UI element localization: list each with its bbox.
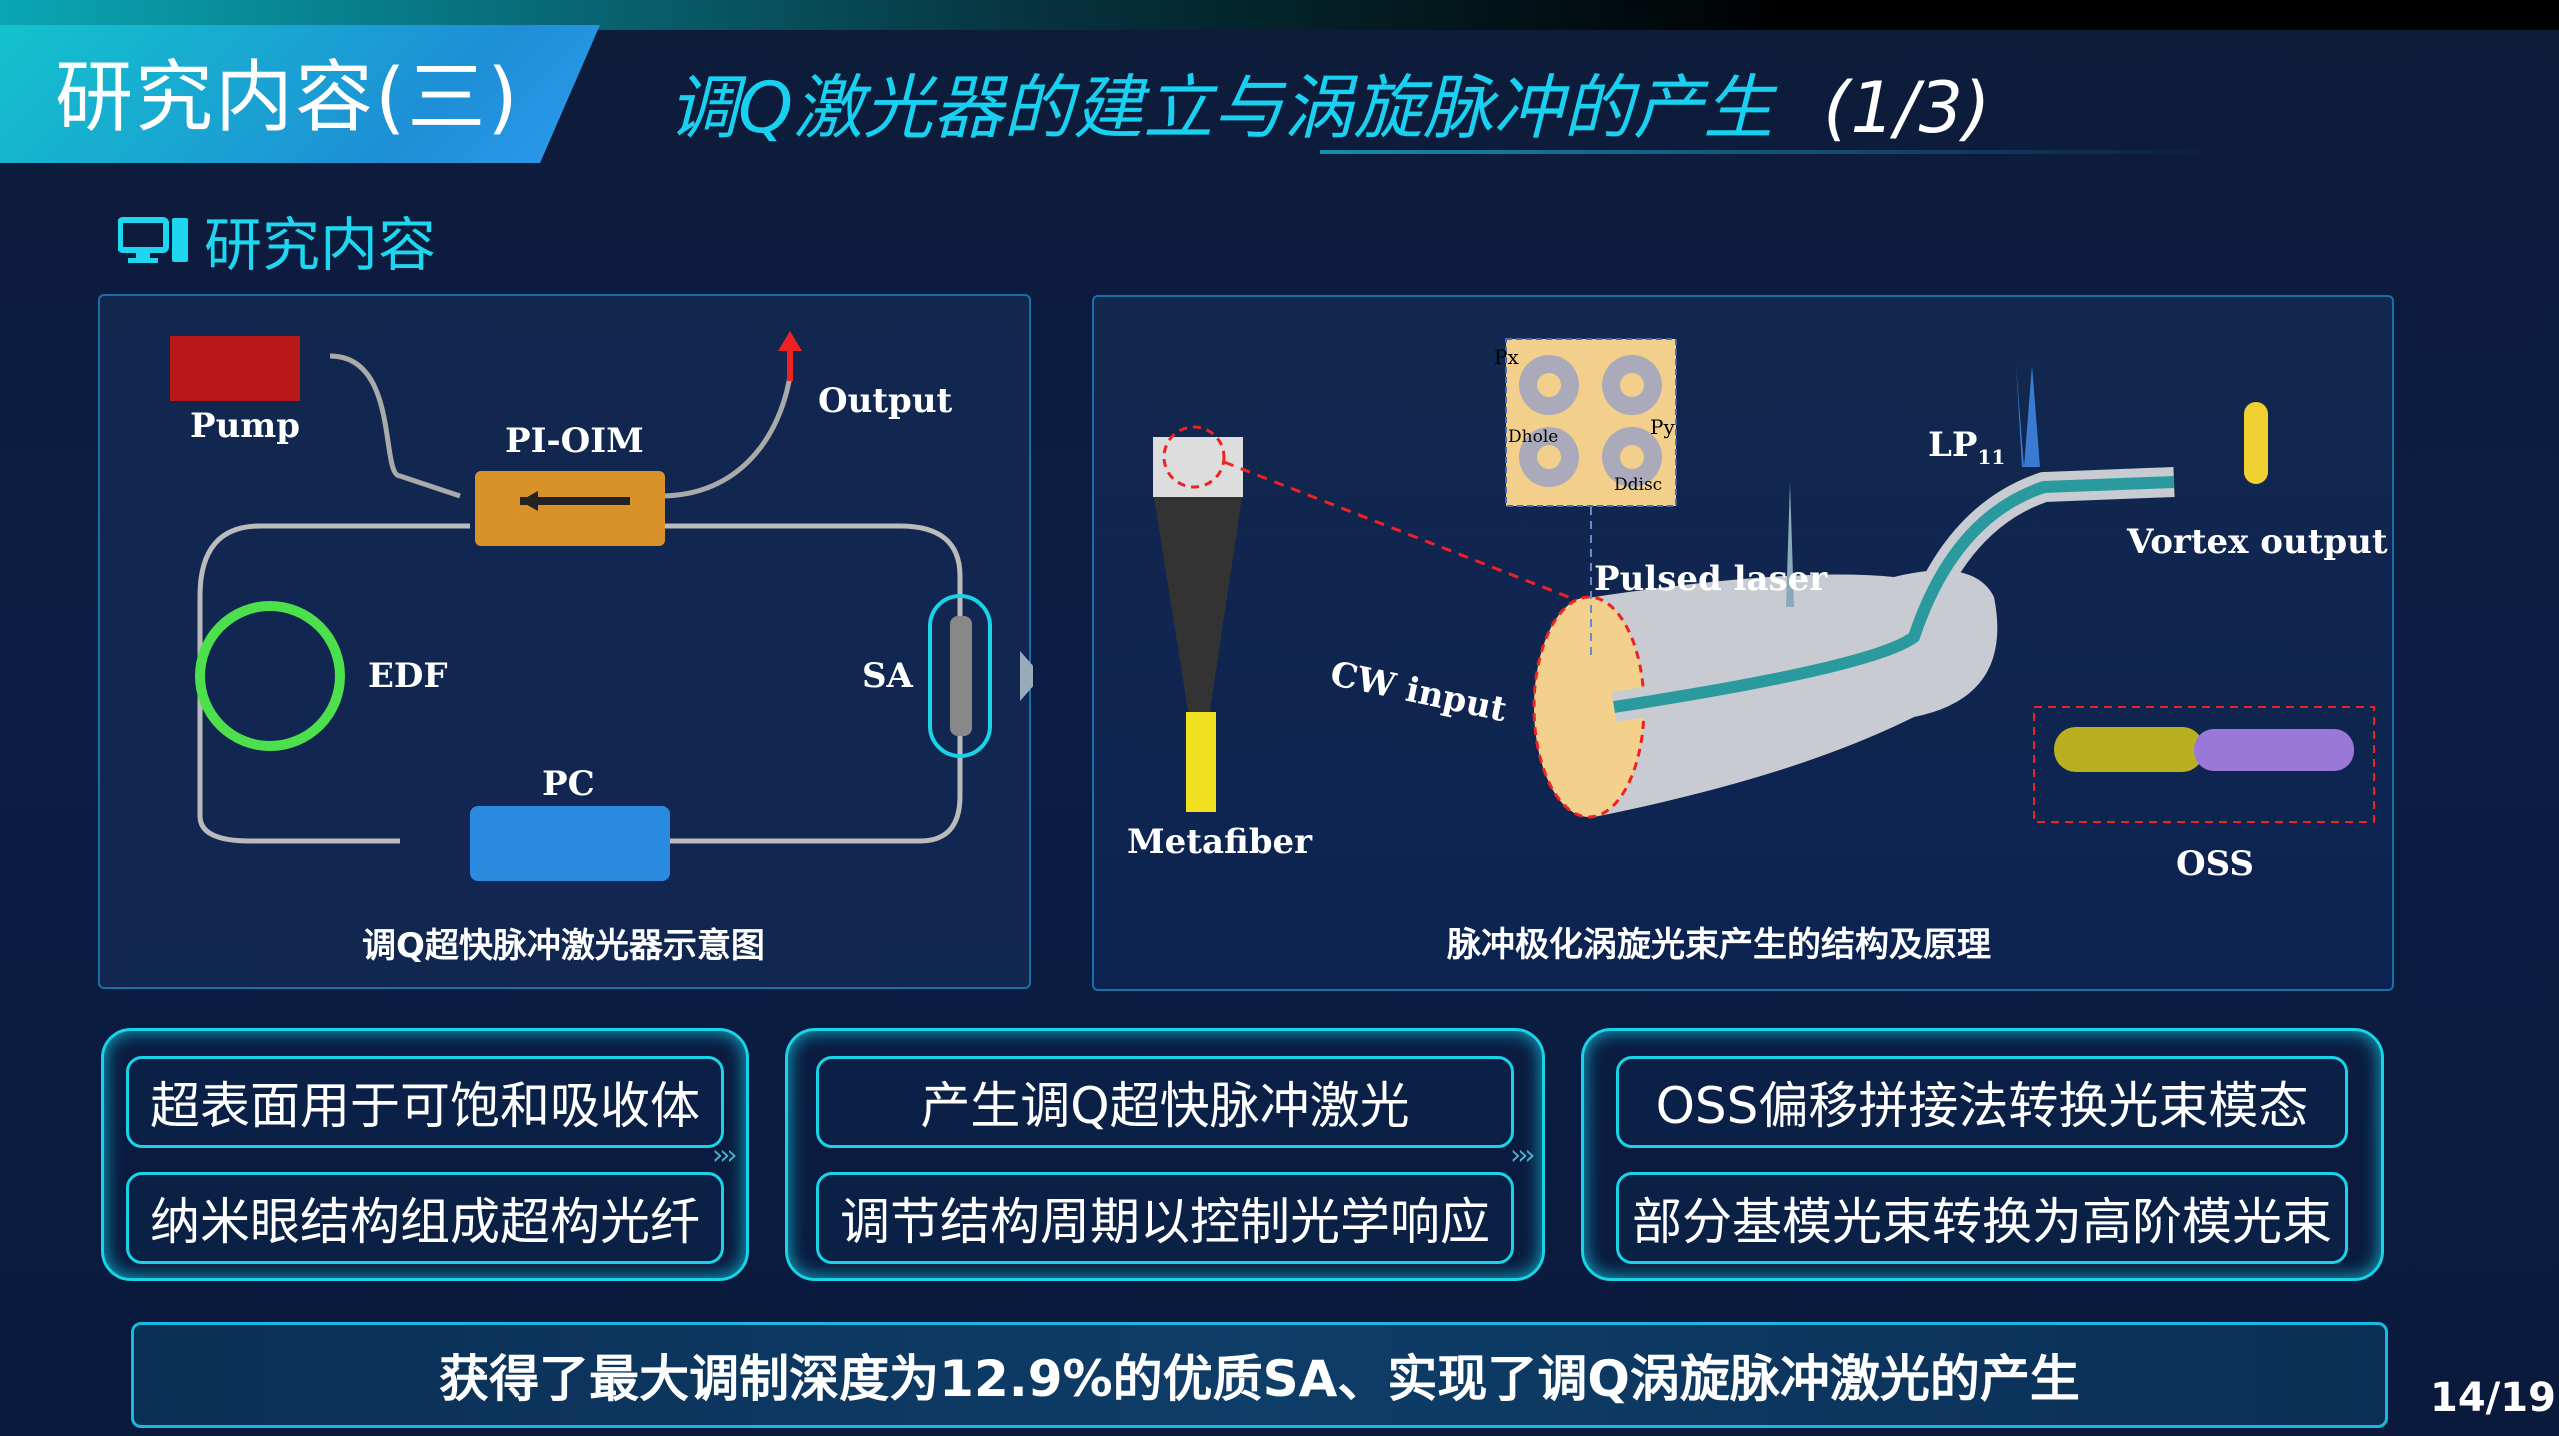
lp11-subscript: 11	[1977, 444, 2006, 469]
metafiber-diagram	[1153, 338, 2375, 823]
summary-item: 纳米眼结构组成超构光纤	[126, 1172, 724, 1264]
section-heading-label: 研究内容	[204, 211, 437, 279]
title-underline	[1320, 150, 2220, 154]
flow-arrow-icon: ›››	[1510, 1138, 1536, 1171]
laser-schematic-panel: Pump PI-OIM Output EDF SA PC 调Q超快脉冲激光器示意…	[98, 294, 1033, 989]
pc-label: PC	[542, 764, 595, 804]
pc-device	[470, 806, 670, 881]
dhole-label: Dhole	[1508, 427, 1559, 447]
lp11-text: LP	[1928, 425, 1978, 465]
summary-group-3: OSS偏移拼接法转换光束模态 部分基模光束转换为高阶模光束	[1581, 1028, 2384, 1281]
pioim-device	[475, 471, 665, 546]
output-label: Output	[818, 381, 953, 421]
summary-group-1: 超表面用于可饱和吸收体 纳米眼结构组成超构光纤	[101, 1028, 749, 1281]
pioim-label: PI-OIM	[505, 421, 644, 461]
px-label: Px	[1494, 345, 1519, 369]
left-figure-caption: 调Q超快脉冲激光器示意图	[362, 926, 765, 966]
sa-highlight	[928, 594, 992, 758]
metafiber-label: Metafiber	[1127, 822, 1313, 862]
summary-item: 产生调Q超快脉冲激光	[816, 1056, 1514, 1148]
pump-label: Pump	[190, 406, 301, 446]
right-figure-caption: 脉冲极化涡旋光束产生的结构及原理	[1447, 925, 1991, 965]
vortex-output-label: Vortex output	[2127, 522, 2388, 562]
pump-device	[170, 336, 300, 401]
page-number: 14/19	[2430, 1375, 2556, 1421]
laser-schematic-diagram	[170, 331, 1033, 881]
summary-item: OSS偏移拼接法转换光束模态	[1616, 1056, 2348, 1148]
edf-label: EDF	[368, 656, 448, 696]
summary-item: 调节结构周期以控制光学响应	[816, 1172, 1514, 1264]
section-heading: 研究内容	[118, 198, 436, 282]
computer-icon	[118, 217, 188, 263]
section-banner	[0, 25, 600, 163]
section-title: 研究内容(三)	[55, 53, 520, 143]
summary-item: 部分基模光束转换为高阶模光束	[1616, 1172, 2348, 1264]
ddisc-label: Ddisc	[1614, 475, 1663, 495]
slide-title: 调Q激光器的建立与涡旋脉冲的产生 (1/3)	[668, 52, 1990, 153]
flow-arrow-icon: ›››	[712, 1138, 738, 1171]
sa-label: SA	[862, 656, 913, 696]
vortex-principle-panel: Px Py Dhole Ddisc Metafiber CW input Pul…	[1092, 295, 2394, 991]
conclusion-text: 获得了最大调制深度为12.9%的优质SA、实现了调Q涡旋脉冲激光的产生	[439, 1350, 2080, 1408]
summary-group-2: 产生调Q超快脉冲激光 调节结构周期以控制光学响应	[785, 1028, 1545, 1281]
summary-item: 超表面用于可饱和吸收体	[126, 1056, 724, 1148]
lp11-label: LP11	[1928, 425, 2005, 469]
slide-part: (1/3)	[1823, 67, 1991, 149]
conclusion-bar: 获得了最大调制深度为12.9%的优质SA、实现了调Q涡旋脉冲激光的产生	[131, 1322, 2388, 1428]
pulsed-laser-label: Pulsed laser	[1594, 559, 1828, 599]
oss-label: OSS	[2176, 844, 2254, 884]
edf-coil	[195, 601, 345, 751]
py-label: Py	[1650, 415, 1675, 439]
slide-title-text: 调Q激光器的建立与涡旋脉冲的产生	[668, 67, 1774, 149]
